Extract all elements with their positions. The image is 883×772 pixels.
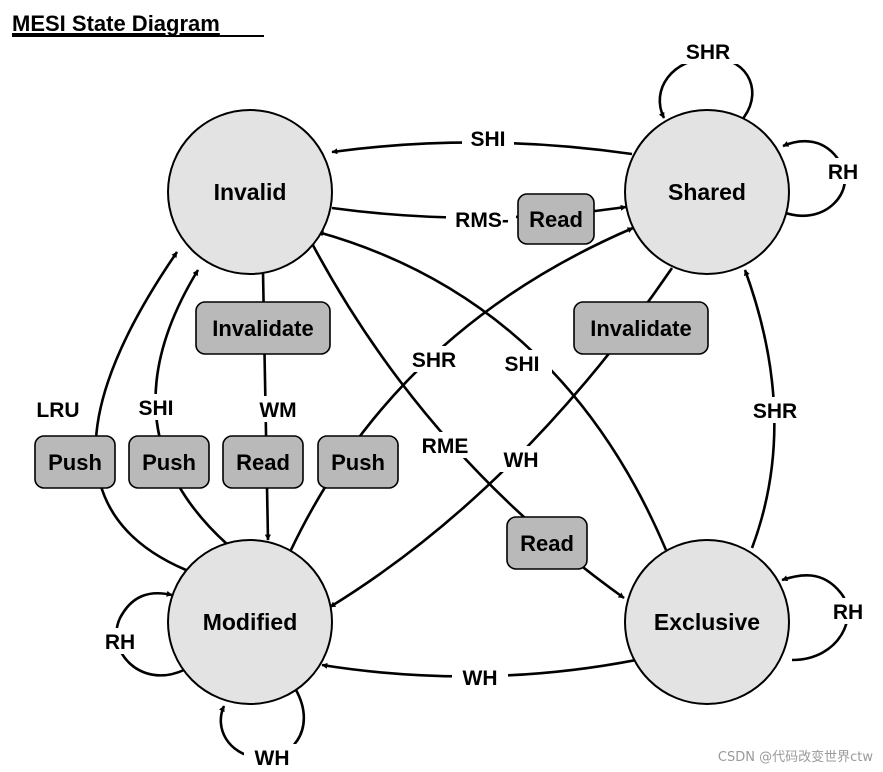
svg-text:Modified: Modified (203, 609, 298, 635)
edge-exclusive-to-invalid-shi (317, 230, 668, 551)
edge-label-wh-modified: WH (255, 747, 290, 770)
action-invalidate-right: Invalidate (573, 301, 709, 355)
edge-label-shr-loop-shared: SHR (686, 41, 730, 64)
edge-label-shr-center: SHR (412, 349, 456, 372)
edge-label-wh-bottom: WH (463, 667, 498, 690)
svg-text:Read: Read (520, 531, 574, 556)
svg-text:Push: Push (331, 450, 385, 475)
svg-text:Exclusive: Exclusive (654, 609, 760, 635)
edge-label-shi-center: SHI (504, 353, 539, 376)
action-read-rme: Read (506, 516, 588, 570)
edge-label-shr-right: SHR (753, 400, 797, 423)
svg-text:Push: Push (142, 450, 196, 475)
edge-exclusive-loop-rh (781, 573, 849, 662)
edge-label-wh-center: WH (504, 449, 539, 472)
svg-text:Read: Read (236, 450, 290, 475)
action-push-shi: Push (128, 435, 210, 489)
state-exclusive: Exclusive (624, 539, 790, 705)
edge-modified-to-shared-shr (288, 226, 634, 553)
watermark: CSDN @代码改变世界ctw (718, 749, 873, 765)
state-shared: Shared (624, 109, 790, 275)
edge-label-rh-shared: RH (828, 161, 858, 184)
svg-text:Invalidate: Invalidate (590, 316, 691, 341)
edge-label-rh-modified: RH (105, 631, 135, 654)
svg-text:Shared: Shared (668, 179, 746, 205)
edge-label-rms: RMS- (455, 209, 509, 232)
diagram-title: MESI State Diagram (12, 11, 220, 36)
svg-text:Push: Push (48, 450, 102, 475)
action-push-lru: Push (34, 435, 116, 489)
edge-modified-loop-rh (115, 590, 185, 677)
state-invalid: Invalid (167, 109, 333, 275)
action-read-rms: Read (517, 193, 595, 245)
action-invalidate-left: Invalidate (195, 301, 331, 355)
edge-label-shi-left: SHI (138, 397, 173, 420)
action-push-shr: Push (317, 435, 399, 489)
edge-label-shi-top: SHI (470, 128, 505, 151)
action-read-wm: Read (222, 435, 304, 489)
svg-text:Invalidate: Invalidate (212, 316, 313, 341)
svg-text:Invalid: Invalid (214, 179, 287, 205)
edge-label-rme: RME (422, 435, 469, 458)
edge-label-lru: LRU (36, 399, 79, 422)
state-modified: Modified (167, 539, 333, 705)
edge-label-wm: WM (259, 399, 296, 422)
svg-text:Read: Read (529, 207, 583, 232)
edge-label-rh-exclusive: RH (833, 601, 863, 624)
